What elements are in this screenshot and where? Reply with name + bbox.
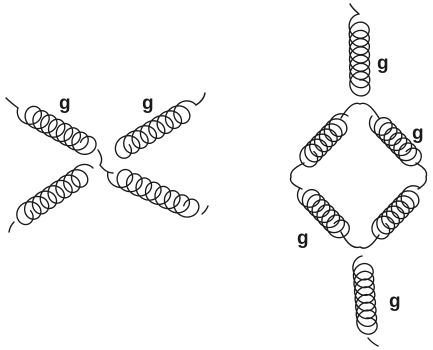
gluon-line-loop-upper-left [300, 114, 348, 167]
loop-left-join [290, 163, 304, 189]
gluon-label-top: g [377, 53, 389, 74]
gluon-loop-diagram: g g g g [290, 4, 426, 346]
gluon-line-top-leg [349, 14, 370, 96]
gluon-line-lower-right [108, 170, 199, 218]
gluon-line-loop-lower-right [372, 186, 420, 239]
gluon-label-right: g [412, 123, 424, 144]
gluon-label-left: g [297, 228, 309, 249]
gluon-line-bottom-leg [353, 256, 377, 334]
gluon-tail-top [350, 4, 359, 14]
gluon-line-upper-right [115, 101, 196, 158]
gluon-label-upper-left: g [59, 93, 71, 114]
vertex-join [98, 150, 113, 173]
gluon-tail-lower-right [202, 206, 208, 214]
four-gluon-vertex-diagram: g g [6, 93, 208, 232]
gluon-tail-upper-left [6, 98, 18, 108]
gluon-label-upper-right: g [142, 93, 154, 114]
gluon-tail-upper-right [196, 93, 205, 105]
gluon-line-lower-left [17, 164, 93, 224]
gluon-tail-lower-left [9, 222, 14, 232]
gluon-tail-bottom [368, 338, 378, 346]
loop-right-join [416, 163, 427, 189]
gluon-label-bottom: g [389, 291, 401, 312]
gluon-line-upper-left [17, 106, 96, 154]
